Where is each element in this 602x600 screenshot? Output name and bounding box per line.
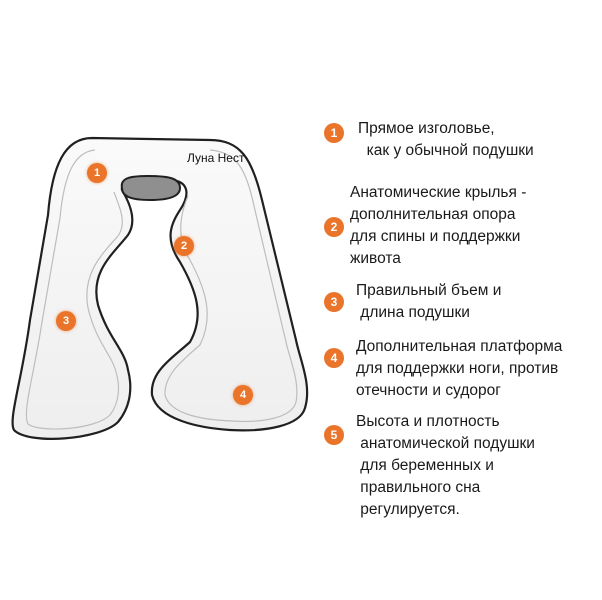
feature-4-number-badge: 4 [324,348,344,368]
feature-1-line-1: Прямое изголовье, [358,120,495,137]
feature-5-number-badge: 5 [324,425,344,445]
feature-3-line-2: длина подушки [356,304,470,321]
pillow-marker-1: 1 [87,163,107,183]
feature-5: 5 Высота и плотность анатомической подуш… [324,411,535,521]
pillow-seam [25,149,298,430]
feature-5-line-5: регулируется. [356,501,460,518]
feature-2-line-4: живота [350,250,401,267]
head-cutout [120,174,182,202]
pillow-marker-4: 4 [233,385,253,405]
pillow-marker-2: 2 [174,236,194,256]
feature-4: 4 Дополнительная платформа для поддержки… [324,336,562,402]
feature-3: 3 Правильный бъем и длина подушки [324,280,501,324]
feature-2-line-2: дополнительная опора [350,206,516,223]
feature-3-number-badge: 3 [324,292,344,312]
feature-2-line-1: Анатомические крылья - [350,184,527,201]
feature-5-line-3: для беременных и [356,457,494,474]
feature-1: 1 Прямое изголовье, как у обычной подушк… [324,118,534,162]
feature-5-line-4: правильного сна [356,479,481,496]
feature-5-line-2: анатомической подушки [356,435,535,452]
pillow-marker-3: 3 [56,311,76,331]
feature-1-number-badge: 1 [324,123,344,143]
feature-2-line-3: для спины и поддержки [350,228,521,245]
feature-5-line-1: Высота и плотность [356,413,500,430]
feature-3-line-1: Правильный бъем и [356,282,502,299]
feature-2-number-badge: 2 [324,217,344,237]
feature-4-line-1: Дополнительная платформа [356,338,563,355]
feature-2: 2 Анатомические крылья - дополнительная … [324,182,526,270]
brand-label: Луна Нест [187,151,245,165]
feature-1-line-2: как у обычной подушки [358,142,534,159]
feature-4-line-3: отечности и судорог [356,382,501,399]
feature-4-line-2: для поддержки ноги, против [356,360,559,377]
